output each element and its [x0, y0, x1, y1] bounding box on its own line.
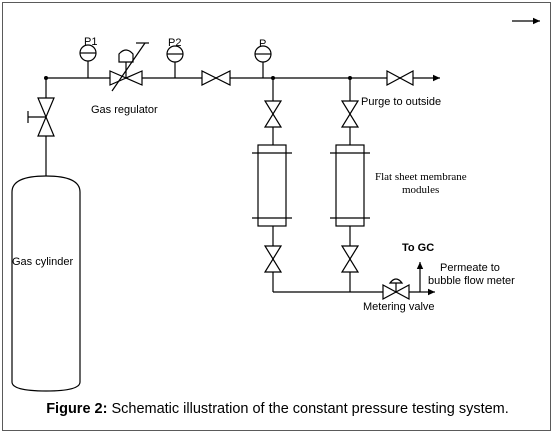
figure-caption: Figure 2: Schematic illustration of the …	[0, 401, 555, 417]
pressure-gauge-p	[254, 45, 272, 78]
gas-regulator-label: Gas regulator	[91, 104, 158, 116]
caption-prefix: Figure 2:	[46, 401, 108, 417]
membrane-label-line2: modules	[402, 184, 439, 196]
left-lower-valve	[263, 245, 283, 273]
p1-label: P1	[84, 36, 97, 48]
right-membrane-module	[330, 144, 370, 227]
gas-regulator	[109, 42, 149, 92]
caption-text: Schematic illustration of the constant p…	[107, 401, 509, 417]
pressure-gauge-p1	[79, 44, 97, 78]
pressure-gauge-p2	[166, 45, 184, 78]
purge-valve	[386, 69, 414, 87]
right-upper-valve	[340, 100, 360, 128]
inline-valve	[201, 70, 231, 86]
p2-label: P2	[168, 37, 181, 49]
permeate-label-line1: Permeate to	[440, 262, 500, 274]
junction-dot-right	[348, 76, 352, 80]
permeate-label-line2: bubble flow meter	[428, 275, 515, 287]
membrane-label-line1: Flat sheet membrane	[375, 171, 467, 183]
to-gc-label: To GC	[402, 242, 434, 254]
metering-valve-label: Metering valve	[363, 301, 435, 313]
figure-frame	[2, 2, 551, 431]
gas-cylinder-label: Gas cylinder	[12, 256, 73, 268]
purge-label: Purge to outside	[361, 96, 441, 108]
p-label: P	[259, 38, 266, 50]
left-membrane-module	[252, 144, 292, 227]
left-upper-valve	[263, 100, 283, 128]
gas-cylinder	[11, 175, 81, 392]
junction-dot-left	[271, 76, 275, 80]
junction-dot	[44, 76, 48, 80]
cylinder-valve	[27, 97, 55, 137]
right-lower-valve	[340, 245, 360, 273]
metering-valve	[382, 278, 410, 301]
